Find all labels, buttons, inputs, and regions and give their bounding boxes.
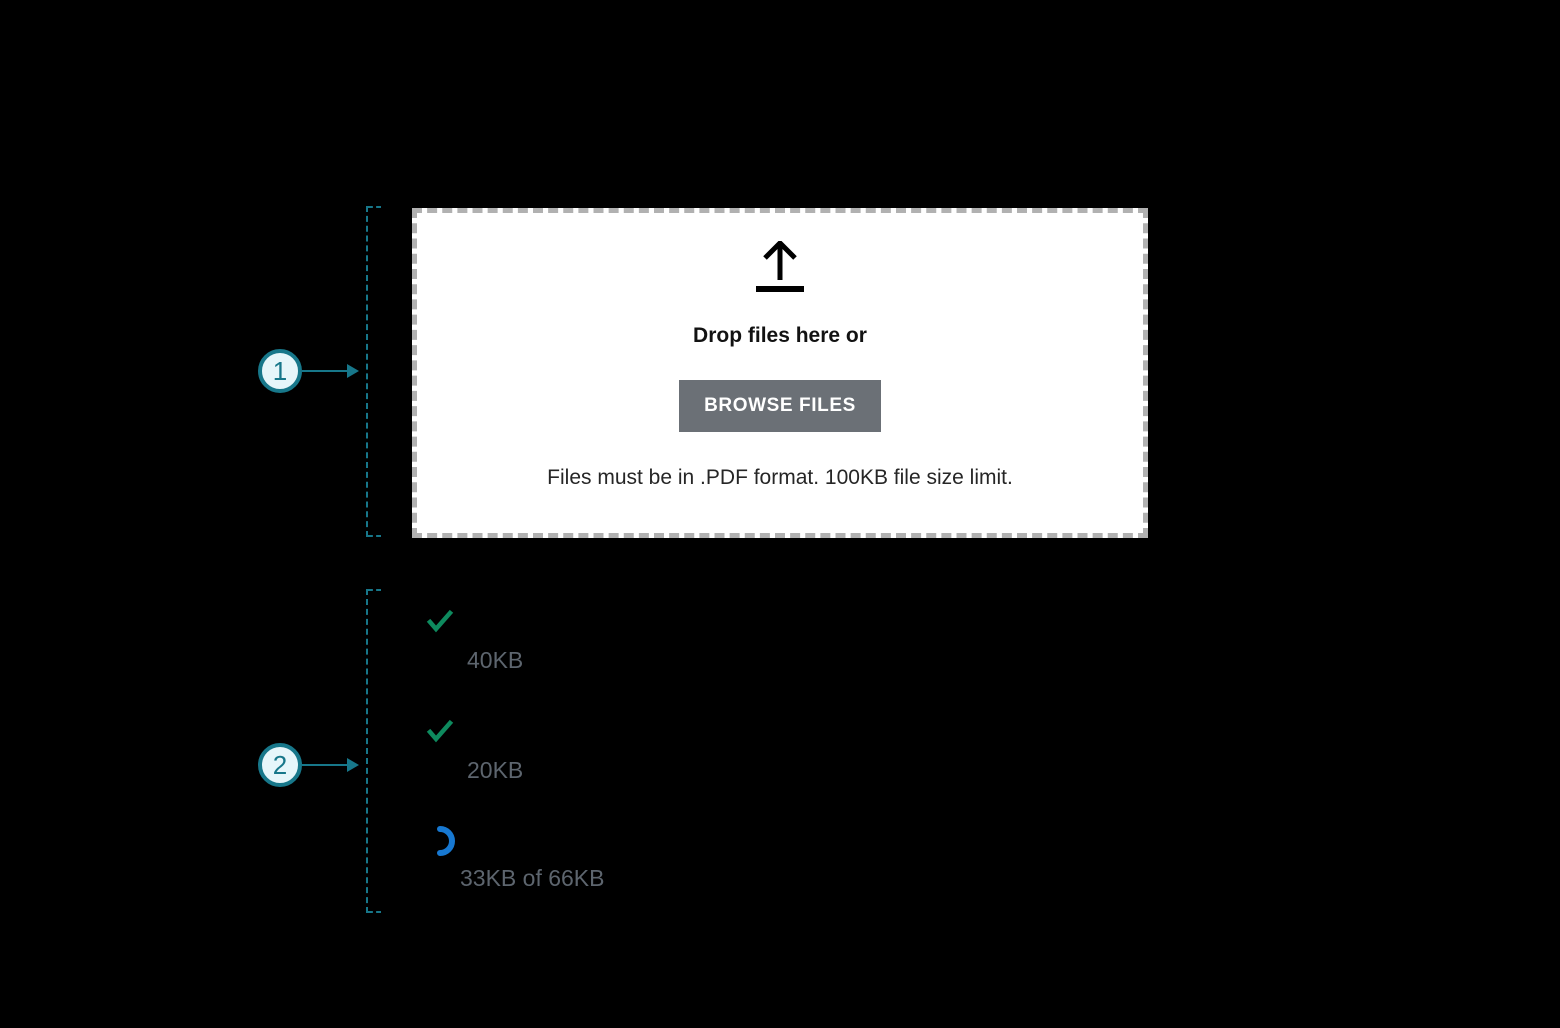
spinner-icon (437, 826, 455, 856)
file-size-label: 33KB of 66KB (460, 865, 605, 891)
callout-1-arrow (302, 370, 348, 372)
callout-1-bracket (366, 206, 381, 537)
dropzone-title: Drop files here or (693, 324, 867, 347)
file-dropzone[interactable]: Drop files here or BROWSE FILES Files mu… (412, 208, 1148, 538)
dropzone-hint: Files must be in .PDF format. 100KB file… (547, 466, 1013, 489)
file-size-label: 20KB (467, 757, 524, 783)
callout-2-badge: 2 (258, 743, 302, 787)
upload-item: 40KB (426, 606, 523, 674)
upload-item: 33KB of 66KB (426, 824, 605, 892)
callout-2-number: 2 (272, 749, 288, 780)
file-size-label: 40KB (467, 647, 524, 673)
checkmark-icon (426, 719, 454, 743)
callout-2-arrowhead-icon (347, 758, 359, 772)
checkmark-icon (426, 609, 454, 633)
upload-item: 20KB (426, 716, 523, 784)
callout-1-arrowhead-icon (347, 364, 359, 378)
callout-2-arrow (302, 764, 348, 766)
callout-1-number: 1 (272, 355, 288, 386)
callout-2-bracket (366, 589, 381, 913)
upload-arrow-icon (756, 241, 804, 292)
callout-1-badge: 1 (258, 349, 302, 393)
browse-files-button[interactable]: BROWSE FILES (679, 380, 881, 432)
